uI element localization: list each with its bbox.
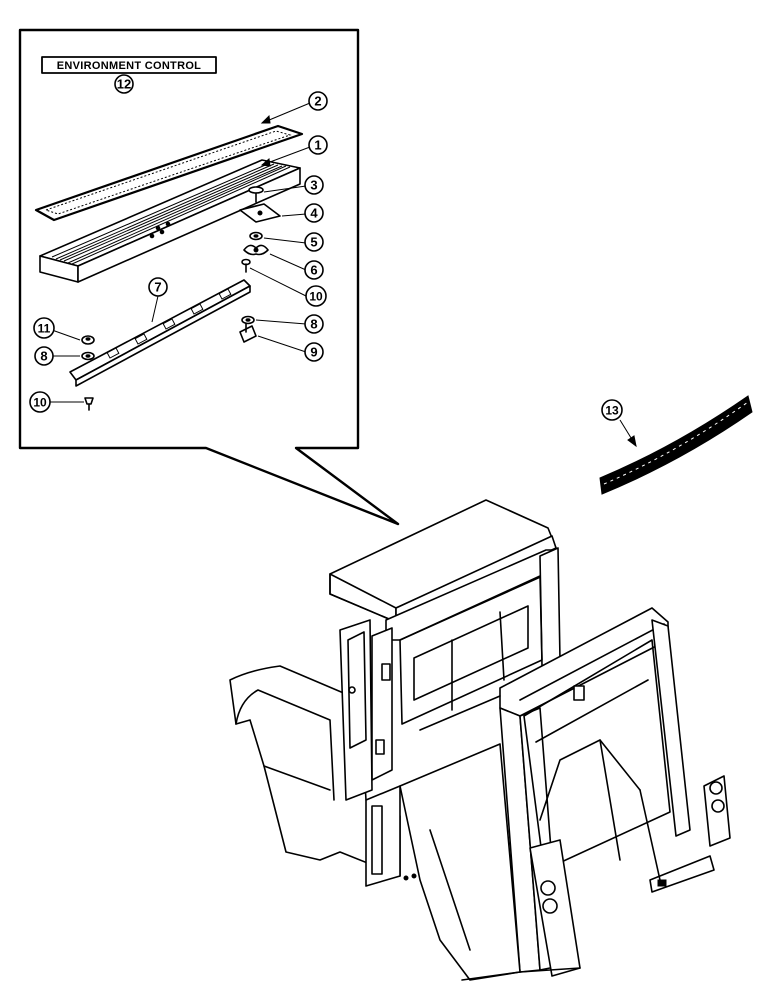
- callout-8-right: 8: [304, 314, 324, 334]
- rail-part-7: [69, 279, 251, 387]
- svg-text:6: 6: [310, 263, 317, 278]
- screw-part-10-lower: [84, 397, 94, 411]
- nut-part-11: [81, 335, 95, 345]
- filter-part-1: [39, 159, 301, 283]
- svg-text:5: 5: [310, 235, 317, 250]
- callout-4: 4: [304, 203, 324, 223]
- svg-text:13: 13: [605, 404, 619, 418]
- plate-part-4: [239, 203, 281, 223]
- leader-arrowheads: [260, 114, 637, 448]
- callout-11: 11: [33, 317, 55, 339]
- callout-13: 13: [601, 399, 623, 421]
- svg-text:8: 8: [310, 317, 317, 332]
- diagram-title: ENVIRONMENT CONTROL: [57, 60, 201, 72]
- tractor-cab: [229, 499, 731, 981]
- callout-8-left: 8: [34, 346, 54, 366]
- title-callout: 12: [117, 77, 131, 92]
- svg-text:3: 3: [310, 178, 317, 193]
- seal-strip-part-13: [599, 395, 753, 495]
- svg-text:11: 11: [38, 322, 51, 336]
- gasket-part-2: [34, 124, 304, 222]
- svg-text:2: 2: [314, 94, 321, 109]
- svg-text:7: 7: [154, 280, 161, 295]
- callout-9: 9: [304, 342, 324, 362]
- svg-text:10: 10: [309, 290, 323, 304]
- washer-part-5: [249, 231, 263, 241]
- svg-text:1: 1: [314, 138, 321, 153]
- callout-10-upper: 10: [305, 285, 327, 307]
- callout-1: 1: [308, 135, 328, 155]
- screw-part-10-upper: [241, 258, 251, 273]
- washer-part-8-left: [81, 351, 95, 361]
- wingnut-part-6: [243, 244, 269, 256]
- callout-10-lower: 10: [29, 391, 51, 413]
- inset-panel: [18, 28, 400, 526]
- bolt-part-3: [248, 186, 264, 203]
- svg-text:9: 9: [310, 345, 317, 360]
- washer-part-8-right: [241, 315, 255, 325]
- svg-text:4: 4: [310, 206, 318, 221]
- title-block: ENVIRONMENT CONTROL 12: [41, 56, 217, 94]
- callout-2: 2: [308, 91, 328, 111]
- clamp-part-9: [239, 323, 257, 343]
- callout-5: 5: [304, 232, 324, 252]
- callout-7: 7: [148, 277, 168, 297]
- callout-3: 3: [304, 175, 324, 195]
- callout-6: 6: [304, 260, 324, 280]
- callout-leaders: [50, 102, 637, 447]
- svg-text:10: 10: [33, 396, 47, 410]
- svg-text:8: 8: [40, 349, 47, 364]
